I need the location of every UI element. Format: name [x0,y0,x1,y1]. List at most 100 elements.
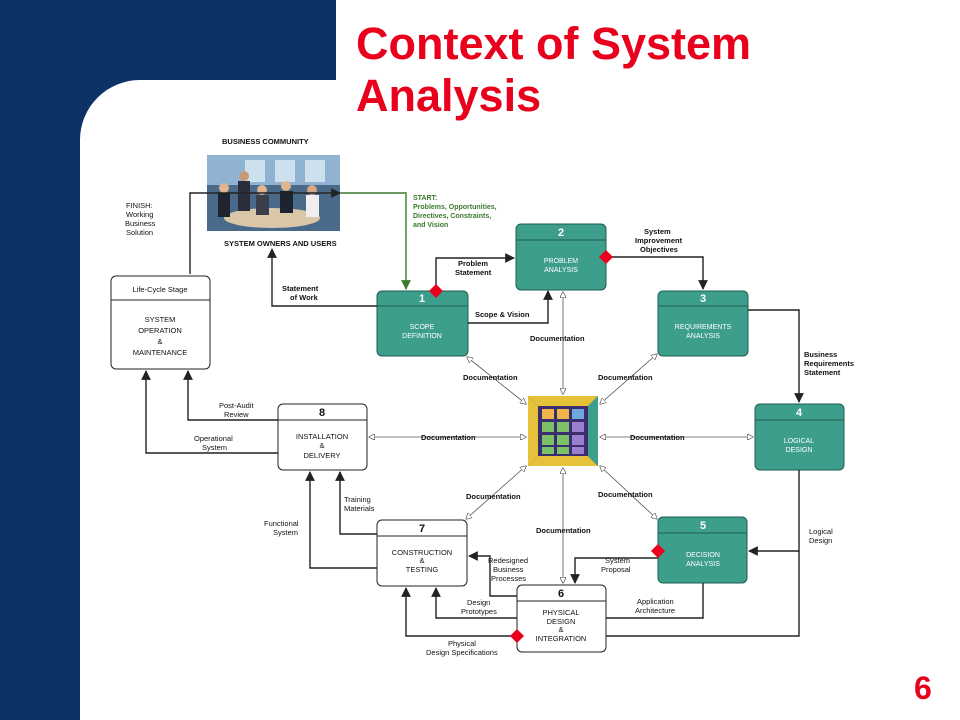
logical-design-label: Logical [809,527,833,536]
finish-note-line: FINISH: [126,201,153,210]
redesigned-processes-label: Processes [491,574,526,583]
slide-title-line-1: Context of System [356,18,752,69]
phase-label: & [419,556,424,565]
start-note-line: Problems, Opportunities, [413,204,497,211]
system-proposal-label: System [605,556,630,565]
phase-number: 8 [319,407,325,419]
phase-number: 4 [796,407,803,419]
finish-note-line: Business [125,219,156,228]
start-note: START: Problems, Opportunities, Directiv… [413,195,497,229]
phase-7-construction-testing: 7 CONSTRUCTION & TESTING [376,519,468,587]
documentation-label: Documentation [463,373,518,382]
system-improvement-label: Improvement [635,236,683,245]
phase-4-logical-design: 4 LOGICAL DESIGN [754,403,845,471]
phase-label: PROBLEM [544,258,578,265]
physical-design-specs-label: Design Specifications [426,648,498,657]
business-requirements-label: Requirements [804,359,854,368]
post-audit-label: Post-Audit [219,401,255,410]
phase-number: 6 [558,588,564,600]
phase-label: INSTALLATION [296,432,348,441]
problem-statement-label: Problem [458,259,488,268]
phase-number: 2 [558,227,564,239]
top-banner [0,0,336,80]
start-note-line: and Vision [413,222,448,229]
statement-of-work-label: of Work [290,293,319,302]
phase-label: DELIVERY [304,451,341,460]
lifecycle-line: MAINTENANCE [133,348,188,357]
phase-number: 7 [419,523,425,535]
slide-title-line-2: Analysis [356,70,542,121]
operational-system-label: System [202,443,227,452]
lifecycle-line: OPERATION [138,326,182,335]
phase-6-physical-design: 6 PHYSICAL DESIGN & INTEGRATION [516,584,607,653]
phase-label: PHYSICAL [542,608,579,617]
phase-label: ANALYSIS [686,333,720,340]
flow-labels: Statement of Work Problem Statement Scop… [194,227,854,657]
design-prototypes-label: Prototypes [461,607,497,616]
phase-8-installation-delivery: 8 INSTALLATION & DELIVERY [277,403,368,471]
phase-1-scope-definition: 1 SCOPE DEFINITION [376,290,469,357]
page-number: 6 [914,670,932,706]
logical-design-label: Design [809,536,832,545]
community-title: BUSINESS COMMUNITY [222,137,309,146]
phase-label: TESTING [406,565,439,574]
phase-label: ANALYSIS [544,267,578,274]
phase-label: SCOPE [410,324,435,331]
left-banner [0,0,80,720]
post-audit-label: Review [224,410,249,419]
phase-3-requirements-analysis: 3 REQUIREMENTS ANALYSIS [657,290,749,357]
phase-label: INTEGRATION [536,634,587,643]
documentation-label: Documentation [630,433,685,442]
phase-label: DESIGN [547,617,576,626]
community-subtitle: System Owners and Users [224,239,337,248]
decision-diamonds [429,250,665,643]
start-note-line: START: [413,195,437,202]
redesigned-processes-label: Redesigned [488,556,528,565]
start-arrow [340,192,411,290]
lifecycle-line: & [157,337,162,346]
functional-system-label: Functional [264,519,299,528]
finish-note-line: Solution [126,228,153,237]
flow-arrows [141,188,804,637]
documentation-label: Documentation [598,373,653,382]
operational-system-label: Operational [194,434,233,443]
lifecycle-stage-box: Life-Cycle Stage SYSTEM OPERATION & MAIN… [110,275,211,370]
application-architecture-label: Application [637,597,674,606]
system-improvement-label: Objectives [640,245,678,254]
documentation-label: Documentation [466,492,521,501]
problem-statement-label: Statement [455,268,492,277]
phase-number: 3 [700,293,706,305]
documentation-labels: Documentation Documentation Documentatio… [421,334,685,535]
redesigned-processes-label: Business [493,565,524,574]
phase-label: DESIGN [786,447,813,454]
phase-label: & [558,625,563,634]
physical-design-specs-label: Physical [448,639,476,648]
finish-note-line: Working [126,210,153,219]
phase-label: CONSTRUCTION [392,548,452,557]
phase-number: 5 [700,520,706,532]
finish-note: FINISH: Working Business Solution [125,201,156,237]
business-requirements-label: Statement [804,368,841,377]
phase-label: LOGICAL [784,438,814,445]
phase-label: DEFINITION [402,333,442,340]
system-proposal-label: Proposal [601,565,631,574]
scope-vision-label: Scope & Vision [475,310,530,319]
phase-label: ANALYSIS [686,561,720,568]
lifecycle-header: Life-Cycle Stage [132,285,187,294]
training-materials-label: Materials [344,504,375,513]
application-architecture-label: Architecture [635,606,675,615]
documentation-label: Documentation [598,490,653,499]
training-materials-label: Training [344,495,371,504]
statement-of-work-label: Statement [282,284,319,293]
slide-title: Context of System Analysis [356,18,751,122]
functional-system-label: System [273,528,298,537]
phase-2-problem-analysis: 2 PROBLEM ANALYSIS [515,223,607,291]
phase-label: & [319,441,324,450]
documentation-label: Documentation [421,433,476,442]
system-improvement-label: System [644,227,671,236]
repository-icon [528,396,598,466]
documentation-connectors [369,292,753,583]
documentation-label: Documentation [536,526,591,535]
phase-number: 1 [419,293,425,305]
